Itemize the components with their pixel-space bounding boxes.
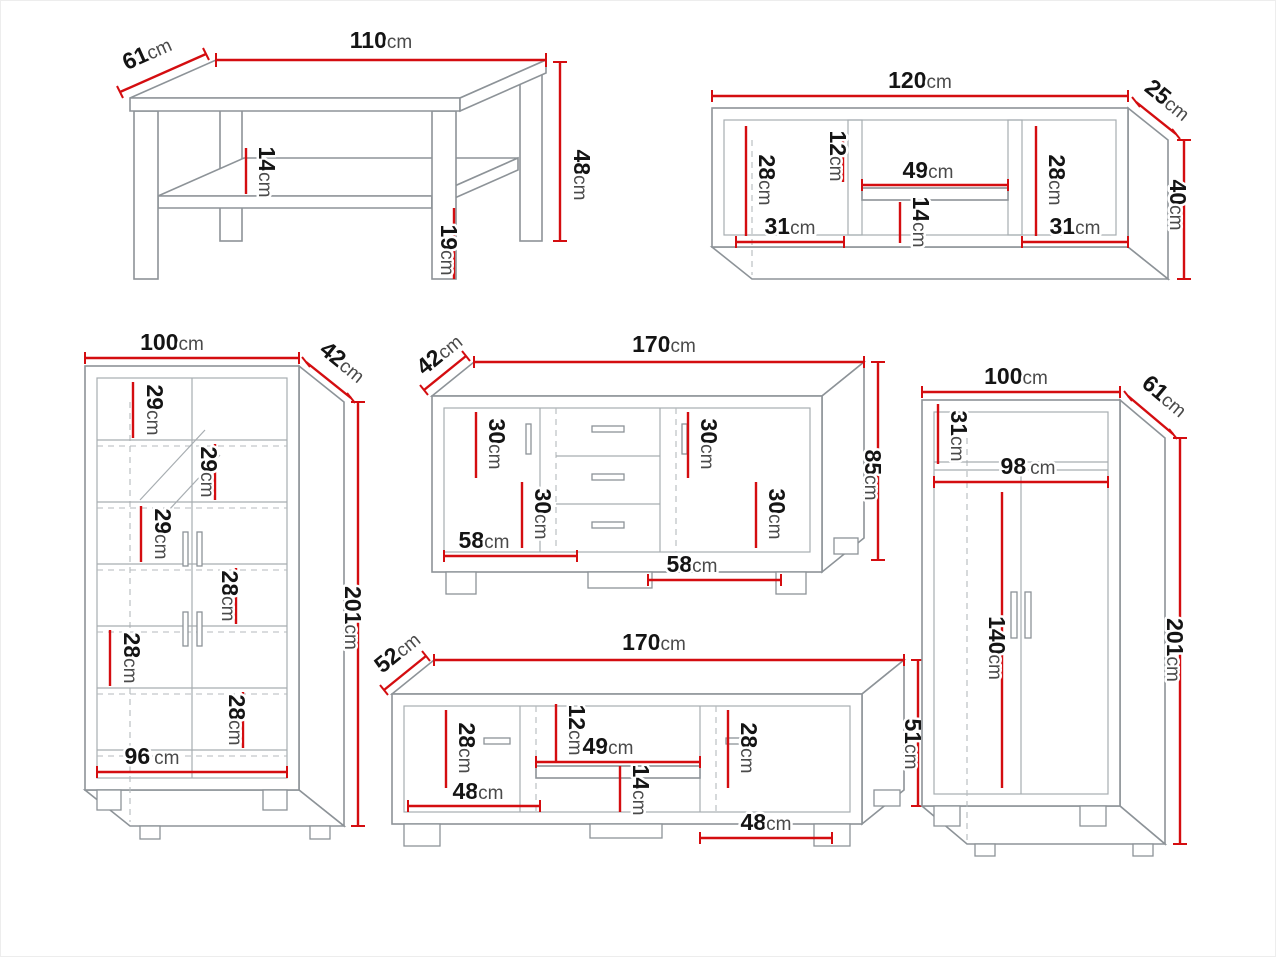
display-cabinet: 100cm 42cm 201cm 29cm 29cm 29cm 28cm 28c… xyxy=(82,327,371,840)
wall-shelf: 120cm 25cm 40cm 28cm 31cm 12cm 49cm 14cm xyxy=(709,65,1196,281)
dim-wall-shelf-right-inner-width: 31cm xyxy=(1050,213,1101,239)
dim-sideboard-height: 85cm xyxy=(860,450,886,501)
dim-wall-shelf-right-inner-height: 28cm xyxy=(1044,155,1070,206)
dim-wall-shelf-niche-top-gap: 12cm xyxy=(825,131,851,182)
dim-sideboard-left-door-width: 58cm xyxy=(459,527,510,553)
dim-coffee-table-width: 110cm xyxy=(350,27,412,53)
dim-tv-stand-niche-width: 49cm xyxy=(583,733,634,759)
dim-display-cabinet-shelf-gap-2: 29cm xyxy=(196,447,222,498)
dim-tv-stand-depth: 52cm xyxy=(369,626,425,678)
dim-wall-shelf-left-inner-width: 31cm xyxy=(765,213,816,239)
dim-display-cabinet-shelf-gap-6: 28cm xyxy=(224,695,250,746)
dim-display-cabinet-shelf-gap-1: 29cm xyxy=(142,385,168,436)
tv-stand: 52cm 170cm 51cm 28cm 12cm 49cm 14cm 28cm xyxy=(366,626,929,847)
dim-tv-stand-right-door-height: 28cm xyxy=(736,723,762,774)
dim-display-cabinet-width: 100cm xyxy=(140,329,204,355)
dim-sideboard-compartment-1: 30cm xyxy=(484,419,510,470)
sideboard: 42cm 170cm 85cm 30cm 30cm 30cm 30cm 58cm xyxy=(408,328,889,595)
display-cabinet-dimensions: 100cm 42cm 201cm 29cm 29cm 29cm 28cm 28c… xyxy=(84,327,371,827)
tv-stand-dimensions: 52cm 170cm 51cm 28cm 12cm 49cm 14cm 28cm xyxy=(366,626,929,844)
dim-sideboard-right-door-width: 58cm xyxy=(667,551,718,577)
dim-display-cabinet-depth: 42cm xyxy=(315,336,371,388)
dim-coffee-table-top-to-shelf: 14cm xyxy=(254,147,280,198)
dim-wardrobe-door-height: 140cm xyxy=(984,616,1010,680)
dim-sideboard-compartment-3: 30cm xyxy=(696,419,722,470)
dim-wall-shelf-height: 40cm xyxy=(1165,180,1191,231)
dim-display-cabinet-shelf-gap-5: 28cm xyxy=(119,633,145,684)
dim-wall-shelf-left-inner-height: 28cm xyxy=(754,155,780,206)
dim-wall-shelf-width: 120cm xyxy=(888,67,952,93)
wall-shelf-drawing xyxy=(709,106,1171,281)
dim-tv-stand-right-door-width: 48cm xyxy=(741,809,792,835)
dim-wall-shelf-niche-width: 49cm xyxy=(903,157,954,183)
dim-sideboard-depth: 42cm xyxy=(411,328,467,380)
dim-coffee-table-height: 48cm xyxy=(569,150,595,201)
dim-wardrobe-depth: 61cm xyxy=(1137,370,1193,423)
dim-tv-stand-width: 170cm xyxy=(622,629,686,655)
dim-sideboard-compartment-2: 30cm xyxy=(530,489,556,540)
dim-display-cabinet-shelf-gap-3: 29cm xyxy=(150,509,176,560)
dim-wall-shelf-niche-bottom-gap: 14cm xyxy=(908,197,934,248)
wall-shelf-dimensions: 120cm 25cm 40cm 28cm 31cm 12cm 49cm 14cm xyxy=(711,65,1196,280)
dim-display-cabinet-shelf-gap-4: 28cm xyxy=(217,571,243,622)
dim-tv-stand-niche-top-gap: 12cm xyxy=(564,705,590,756)
wardrobe-drawing xyxy=(919,398,1168,857)
dim-sideboard-width: 170cm xyxy=(632,331,696,357)
dim-wardrobe-top-section-height: 31cm xyxy=(946,411,972,462)
dim-wardrobe-width: 100cm xyxy=(984,363,1048,389)
dim-tv-stand-left-door-height: 28cm xyxy=(454,723,480,774)
dim-wall-shelf-depth: 25cm xyxy=(1140,74,1196,126)
dim-display-cabinet-height: 201cm xyxy=(340,586,366,650)
dim-sideboard-compartment-4: 30cm xyxy=(764,489,790,540)
dim-wardrobe-height: 201cm xyxy=(1162,618,1188,682)
dim-tv-stand-left-door-width: 48cm xyxy=(453,778,504,804)
coffee-table: 61cm 110cm 48cm 14cm 19cm xyxy=(116,25,598,280)
dim-coffee-table-shelf-to-floor: 19cm xyxy=(436,225,462,276)
tv-stand-drawing xyxy=(389,658,907,847)
dim-tv-stand-niche-bottom-gap: 14cm xyxy=(628,765,654,816)
sideboard-drawing xyxy=(429,360,867,595)
dim-coffee-table-depth: 61cm xyxy=(118,30,175,74)
display-cabinet-drawing xyxy=(82,364,347,840)
coffee-table-drawing xyxy=(129,58,547,280)
